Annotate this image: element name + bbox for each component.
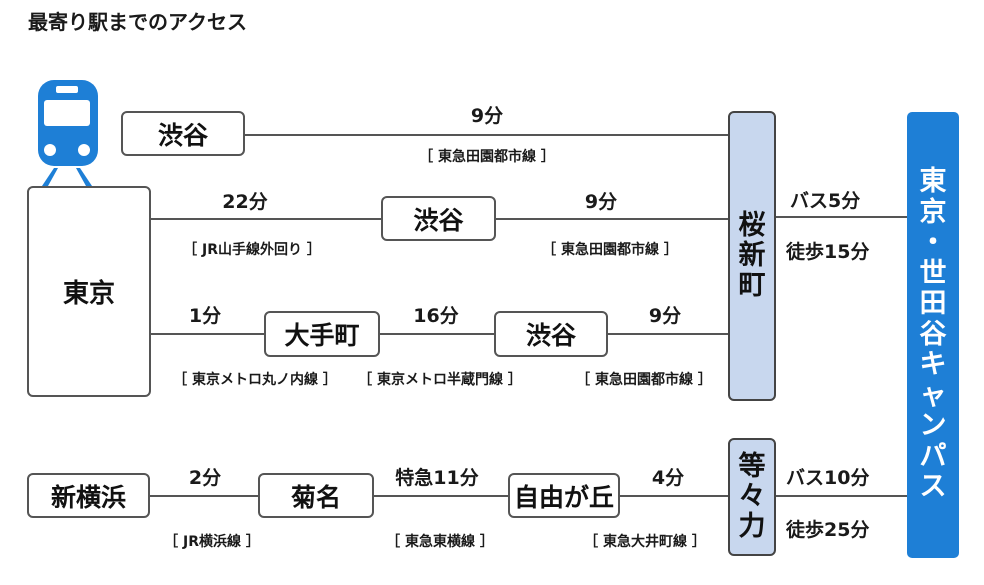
route-line (374, 495, 508, 497)
route-line-name: ［ JR山手線外回り ］ (183, 242, 321, 258)
route-line (608, 333, 730, 335)
station-kikuna: 菊名 (258, 473, 374, 518)
access-walk: 徒歩15分 (786, 241, 870, 263)
route-line (150, 495, 258, 497)
route-time: 4分 (651, 467, 685, 489)
station-sakurashinmachi: 桜 新 町 (728, 111, 776, 401)
route-line-name: ［ 東急田園都市線 ］ (419, 149, 555, 165)
train-icon (38, 80, 98, 186)
campus-char: 田 (919, 288, 947, 320)
campus-char: ・ (919, 227, 947, 259)
route-line (150, 333, 264, 335)
route-line-name: ［ 東急東横線 ］ (386, 534, 494, 550)
station-shibuya: 渋谷 (381, 196, 496, 241)
route-time: 9分 (584, 191, 618, 213)
station-otemachi: 大手町 (264, 311, 380, 357)
station-char: 々 (738, 480, 766, 512)
route-time: 16分 (413, 305, 459, 327)
route-line (496, 218, 730, 220)
route-time: 9分 (648, 305, 682, 327)
route-line-name: ［ 東急大井町線 ］ (584, 534, 706, 550)
route-line-name: ［ JR横浜線 ］ (164, 534, 260, 550)
station-jiyugaoka: 自由が丘 (508, 473, 620, 518)
campus-char: 谷 (919, 318, 947, 350)
route-line (244, 134, 730, 136)
route-time: 22分 (222, 191, 268, 213)
campus-char: 京 (919, 196, 947, 228)
route-line (380, 333, 494, 335)
route-line-name: ［ 東急田園都市線 ］ (542, 242, 678, 258)
campus-char: 世 (919, 257, 947, 289)
station-char: 力 (738, 511, 766, 543)
station-shin-yokohama: 新横浜 (27, 473, 150, 518)
route-line (776, 495, 908, 497)
campus-char: ャ (919, 379, 947, 411)
page-title: 最寄り駅までのアクセス (28, 10, 247, 34)
route-line-name: ［ 東京メトロ半蔵門線 ］ (358, 372, 522, 388)
station-todoroki: 等 々 力 (728, 438, 776, 556)
route-time: 2分 (188, 467, 222, 489)
route-line-name: ［ 東急田園都市線 ］ (576, 372, 712, 388)
route-time: 9分 (470, 105, 504, 127)
route-time: 特急11分 (395, 467, 479, 489)
station-shibuya: 渋谷 (121, 111, 245, 156)
campus-char: ン (919, 410, 947, 442)
access-walk: 徒歩25分 (786, 519, 870, 541)
access-bus: バス10分 (786, 467, 870, 489)
campus-char: 東 (919, 166, 947, 198)
station-char: 桜 (738, 209, 766, 241)
station-char: 等 (738, 450, 766, 482)
route-line (150, 218, 382, 220)
campus-char: ス (919, 471, 947, 503)
route-time: 1分 (188, 305, 222, 327)
access-bus: バス5分 (790, 190, 861, 212)
station-shibuya: 渋谷 (494, 311, 608, 357)
station-char: 新 (738, 239, 766, 271)
campus-destination: 東 京 ・ 世 田 谷 キ ャ ン パ ス (907, 112, 959, 558)
route-line (620, 495, 730, 497)
campus-char: キ (919, 349, 947, 381)
route-line (776, 216, 908, 218)
campus-char: パ (919, 440, 947, 472)
station-tokyo: 東京 (27, 186, 151, 397)
route-line-name: ［ 東京メトロ丸ノ内線 ］ (173, 372, 337, 388)
station-char: 町 (738, 270, 766, 302)
